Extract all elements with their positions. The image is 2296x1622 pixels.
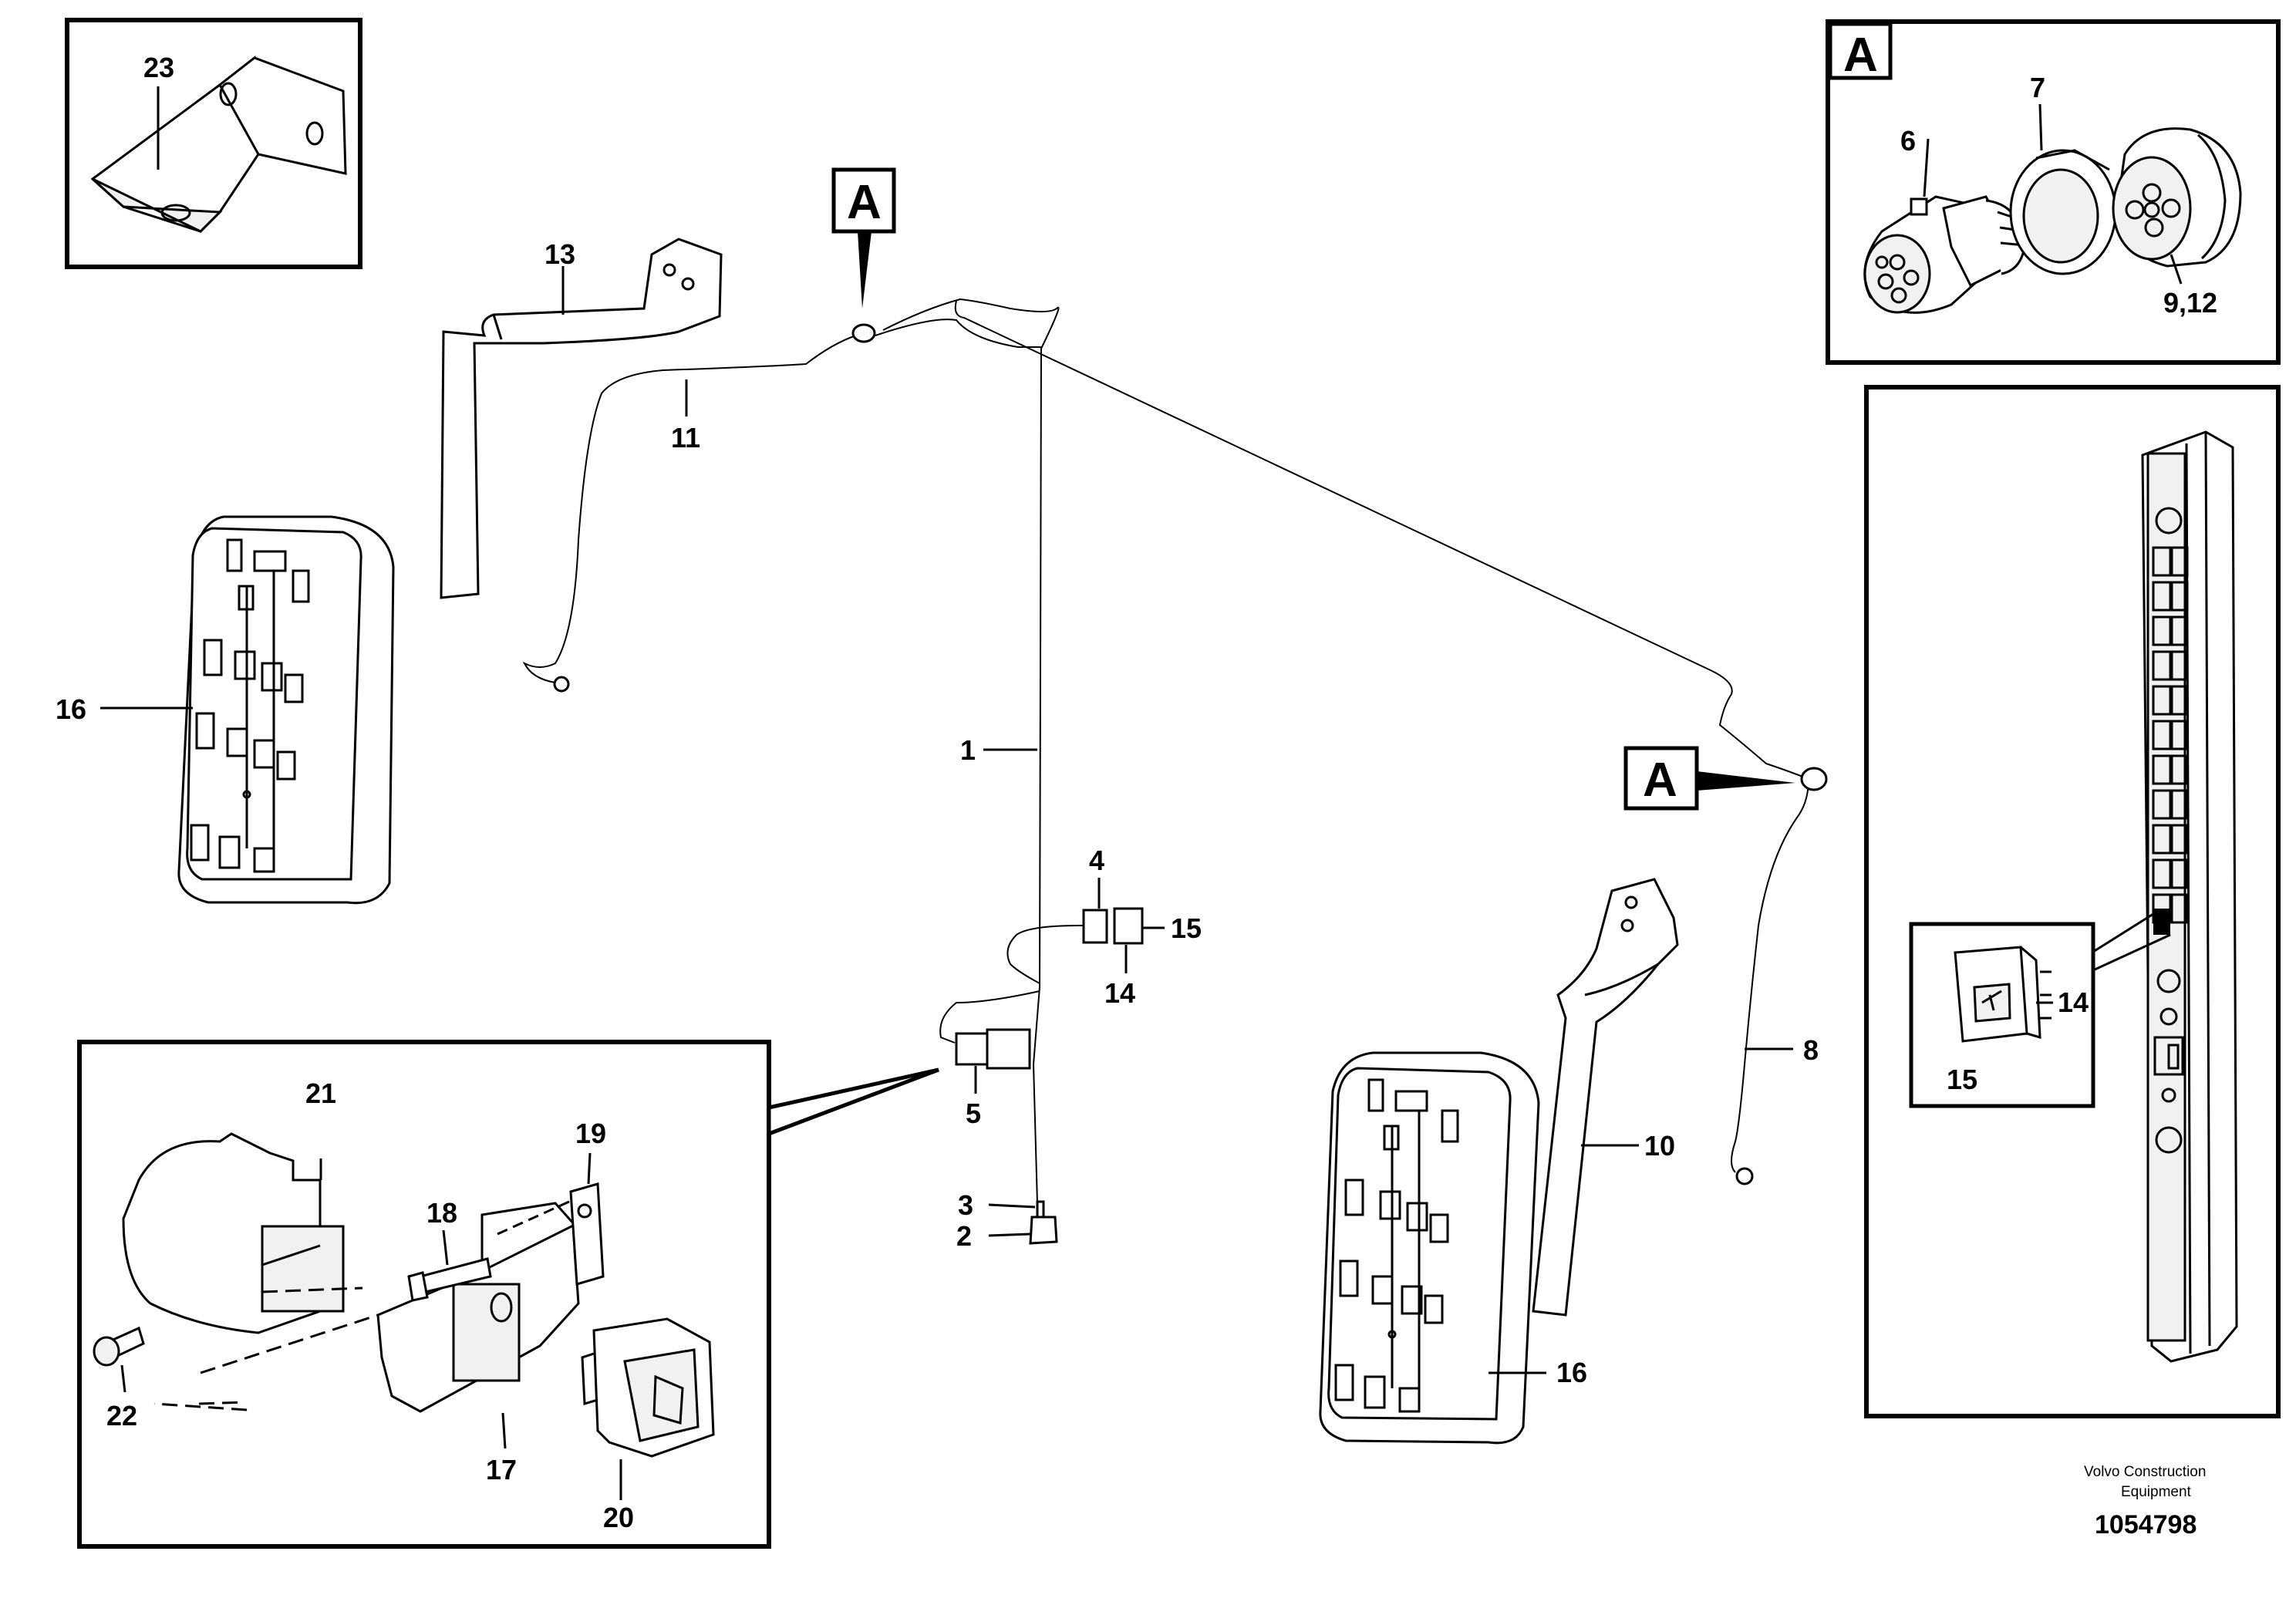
drawing-footer: Volvo Construction Equipment 1054798 (2084, 1464, 2206, 1539)
callout-15-inset: 15 (1947, 1064, 1977, 1095)
callout-23: 23 (143, 52, 174, 83)
callout-18: 18 (426, 1197, 457, 1229)
callout-5: 5 (966, 1098, 981, 1129)
main-harness-drawing: A A 13 11 16 (56, 167, 1828, 1445)
callout-19: 19 (575, 1118, 606, 1149)
callout-2: 2 (956, 1220, 972, 1252)
callout-4: 4 (1089, 845, 1104, 876)
callout-20: 20 (603, 1502, 634, 1533)
callout-11: 11 (671, 422, 700, 454)
callout-16-right: 16 (1556, 1357, 1587, 1388)
dash-column-inset: 14 15 (1864, 385, 2281, 1418)
callout-13: 13 (544, 238, 575, 270)
callout-3: 3 (958, 1189, 973, 1221)
callout-10: 10 (1644, 1130, 1675, 1162)
switch-assembly-inset: 21 18 19 22 17 20 (77, 1040, 939, 1549)
callout-8: 8 (1803, 1034, 1819, 1066)
drawing-number: 1054798 (2095, 1510, 2197, 1539)
credit-line-1: Volvo Construction (2084, 1464, 2206, 1480)
marker-a-top: A (847, 176, 882, 229)
callout-15: 15 (1171, 912, 1202, 944)
detail-a-marker: A (1843, 29, 1878, 82)
callout-14: 14 (1104, 977, 1135, 1009)
callout-9-12: 9,12 (2163, 287, 2217, 319)
callout-6: 6 (1900, 125, 1916, 157)
callout-1: 1 (960, 734, 976, 766)
callout-16-left: 16 (56, 693, 86, 725)
callout-14-inset: 14 (2058, 986, 2089, 1018)
callout-22: 22 (106, 1400, 137, 1431)
callout-17: 17 (486, 1454, 517, 1485)
bracket-23-inset: 23 (65, 18, 362, 269)
connector-detail-a: A 6 7 9,12 (1826, 19, 2281, 365)
credit-line-2: Equipment (2121, 1484, 2192, 1500)
callout-7: 7 (2030, 72, 2045, 103)
callout-21: 21 (305, 1077, 336, 1109)
marker-a-right: A (1643, 754, 1677, 807)
